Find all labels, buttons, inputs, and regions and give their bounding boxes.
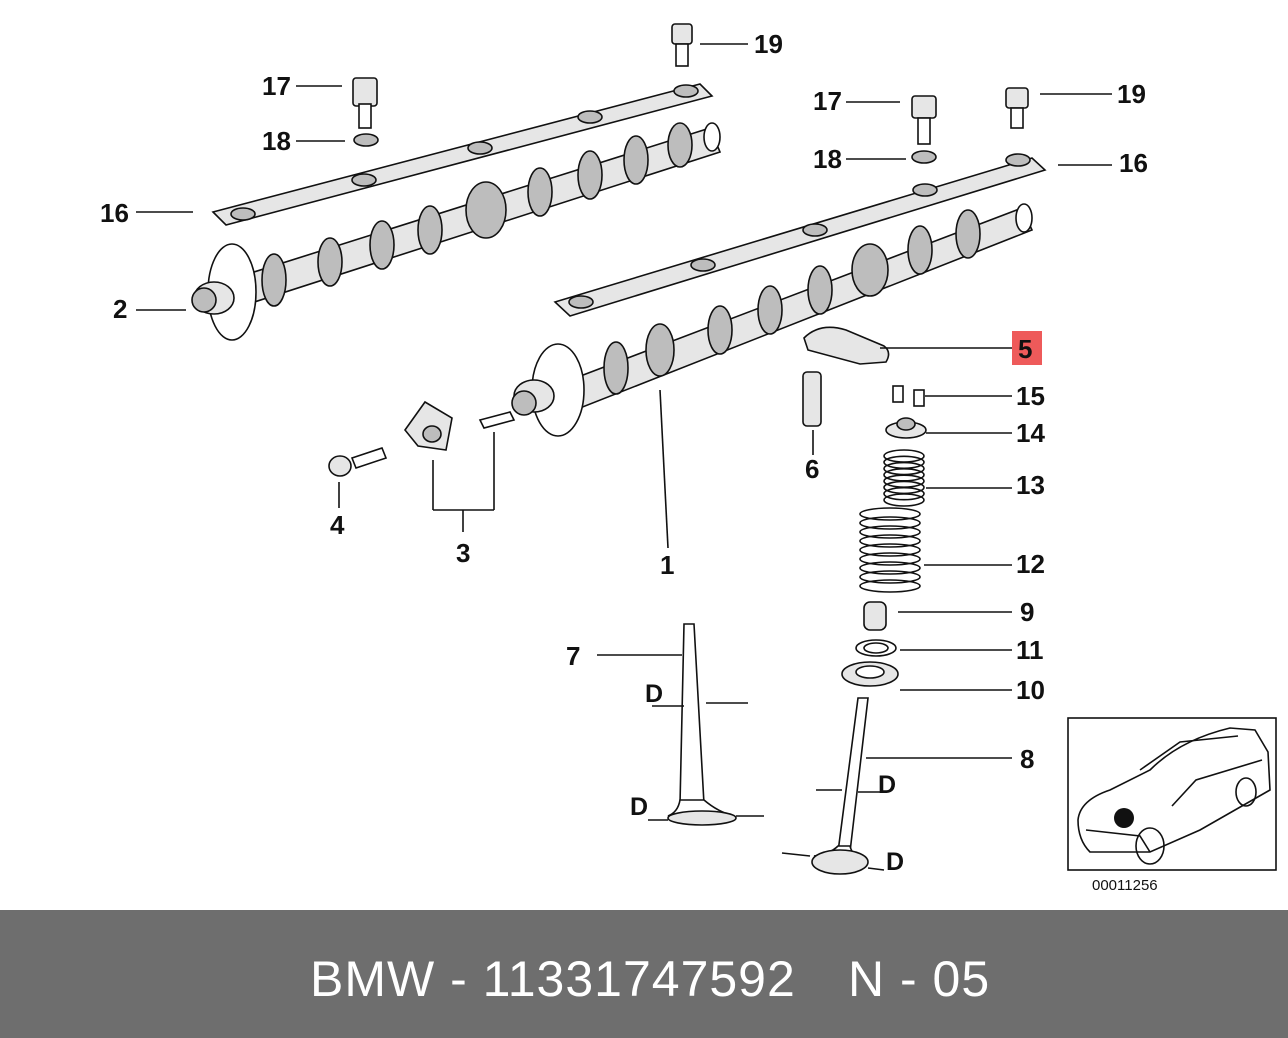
spring-coil — [859, 534, 921, 548]
label-4: 4 — [330, 510, 345, 540]
washer-11 — [855, 639, 897, 657]
dim-label-d-3: D — [878, 771, 896, 799]
label-16-right: 16 — [1119, 148, 1148, 178]
label-19-left: 19 — [754, 29, 783, 59]
car-location-inset — [1067, 717, 1277, 871]
dim-label-d-1: D — [645, 680, 663, 708]
dim-label-d-2: D — [630, 793, 648, 821]
spring-coil — [859, 507, 921, 521]
inset-ref-code: 00011256 — [1092, 877, 1158, 894]
label-13: 13 — [1016, 470, 1045, 500]
washer-18-right — [911, 150, 937, 164]
spring-coil — [859, 552, 921, 566]
label-18-right: 18 — [813, 144, 842, 174]
label-17-right: 17 — [813, 86, 842, 116]
parts-diagram: 17 18 16 2 19 17 18 19 16 5 15 14 13 12 … — [100, 23, 1277, 894]
bolt-19-right — [1005, 87, 1029, 129]
spring-coil — [859, 516, 921, 530]
leader-lines — [136, 43, 1112, 759]
bolt-17-left — [352, 77, 378, 129]
spring-coil — [859, 543, 921, 557]
valve-part-7 — [667, 623, 737, 826]
bearing-bar-upper — [211, 83, 714, 226]
label-19-right: 19 — [1117, 79, 1146, 109]
spring-seat-10 — [841, 661, 899, 687]
highlight-box-part-5 — [1012, 331, 1042, 365]
spring-coil — [859, 579, 921, 593]
footer-part-number: BMW - 11331747592 — [310, 951, 796, 1007]
bolt-17-right — [911, 95, 937, 145]
spring-coil — [859, 570, 921, 584]
label-1: 1 — [660, 550, 674, 580]
engine-location-dot — [1114, 808, 1134, 828]
spring-coil — [859, 525, 921, 539]
outer-spring-12 — [859, 507, 921, 593]
label-6: 6 — [805, 454, 819, 484]
plate-part-3 — [403, 400, 516, 451]
spring-retainer-14 — [885, 417, 927, 439]
bolt-19-left — [671, 23, 693, 67]
label-12: 12 — [1016, 549, 1045, 579]
label-11: 11 — [1016, 635, 1044, 665]
label-18-left: 18 — [262, 126, 291, 156]
label-16-left: 16 — [100, 198, 129, 228]
camshaft-lower — [511, 203, 1034, 437]
label-8: 8 — [1020, 744, 1034, 774]
valve-keepers-15 — [892, 385, 925, 407]
label-7: 7 — [566, 641, 580, 671]
valve-stem-seal-9 — [863, 601, 887, 631]
tappet-part-6 — [802, 371, 822, 427]
camshaft-upper — [191, 122, 722, 341]
label-14: 14 — [1016, 418, 1045, 448]
label-10: 10 — [1016, 675, 1045, 705]
spring-coil — [883, 493, 925, 507]
dim-label-d-4: D — [886, 848, 904, 876]
rocker-arm-part-5 — [803, 326, 890, 365]
bearing-bar-lower — [553, 153, 1047, 317]
inner-spring-13 — [883, 449, 925, 507]
washer-18-left — [353, 133, 379, 147]
bolt-part-4 — [328, 447, 388, 477]
spring-coil — [883, 486, 925, 501]
label-3: 3 — [456, 538, 470, 568]
dimension-arrows — [648, 702, 885, 871]
valve-part-8 — [811, 697, 869, 875]
label-15: 15 — [1016, 381, 1045, 411]
footer-bar: BMW - 11331747592 N - 05 — [0, 910, 1288, 1038]
label-2: 2 — [113, 294, 127, 324]
label-5: 5 — [1018, 334, 1032, 364]
spring-coil — [859, 561, 921, 575]
label-9: 9 — [1020, 597, 1034, 627]
label-17-left: 17 — [262, 71, 291, 101]
footer-position-code: N - 05 — [848, 951, 991, 1007]
